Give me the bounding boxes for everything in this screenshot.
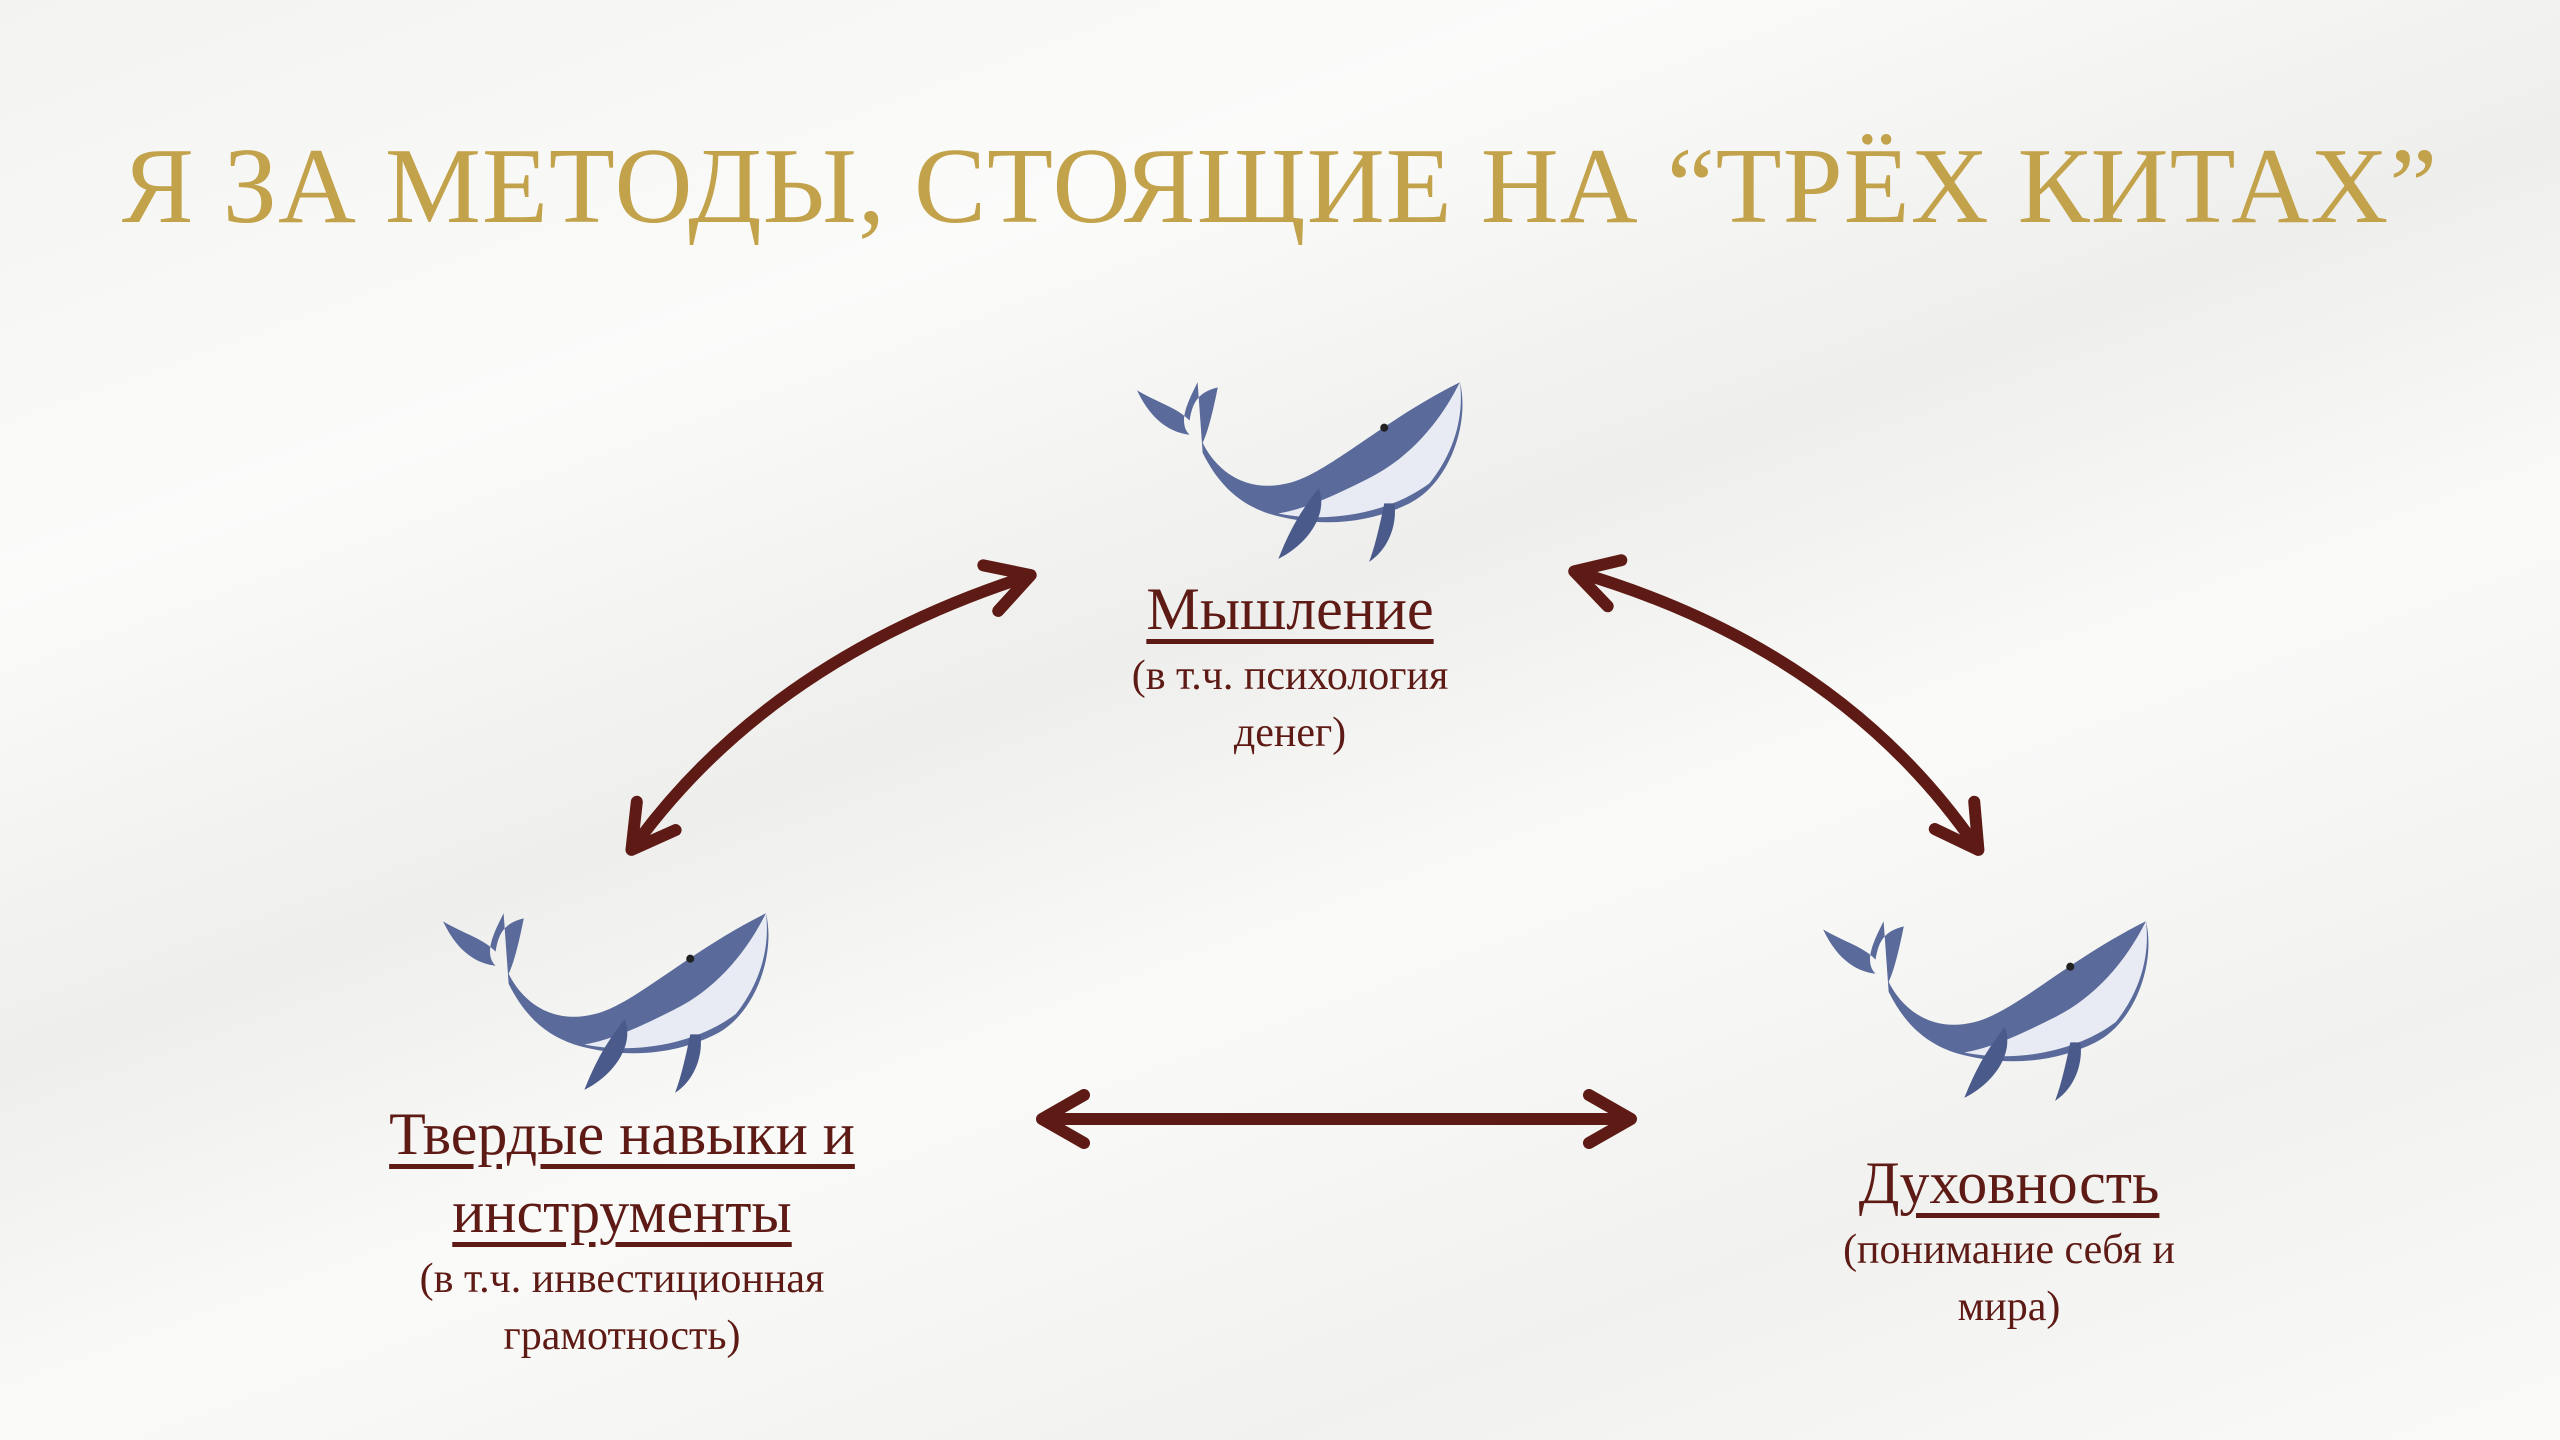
node-top-sub1: (в т.ч. психология — [1131, 653, 1449, 699]
node-right-sub2: мира) — [1957, 1284, 2061, 1330]
node-left-sub1: (в т.ч. инвестиционная — [419, 1256, 825, 1302]
arrow-top-right — [1568, 554, 1985, 856]
node-right: Духовность (понимание себя и мира) — [1709, 1144, 2309, 1336]
node-left: Твердые навыки и инструменты (в т.ч. инв… — [322, 1095, 922, 1365]
node-top-heading: Мышление — [1146, 576, 1434, 642]
node-right-sub1: (понимание себя и — [1843, 1227, 2175, 1273]
node-left-sub2: грамотность) — [503, 1313, 741, 1359]
page-title: Я ЗА МЕТОДЫ, СТОЯЩИЕ НА “ТРЁХ КИТАХ” — [121, 127, 2439, 246]
node-top-sub2: денег) — [1233, 710, 1347, 756]
node-left-heading1: Твердые навыки и — [389, 1101, 855, 1167]
node-left-heading2: инструменты — [452, 1179, 792, 1245]
node-top: Мышление (в т.ч. психология денег) — [1040, 570, 1540, 762]
arrow-top-left — [625, 559, 1037, 856]
node-right-heading: Духовность — [1858, 1150, 2160, 1216]
